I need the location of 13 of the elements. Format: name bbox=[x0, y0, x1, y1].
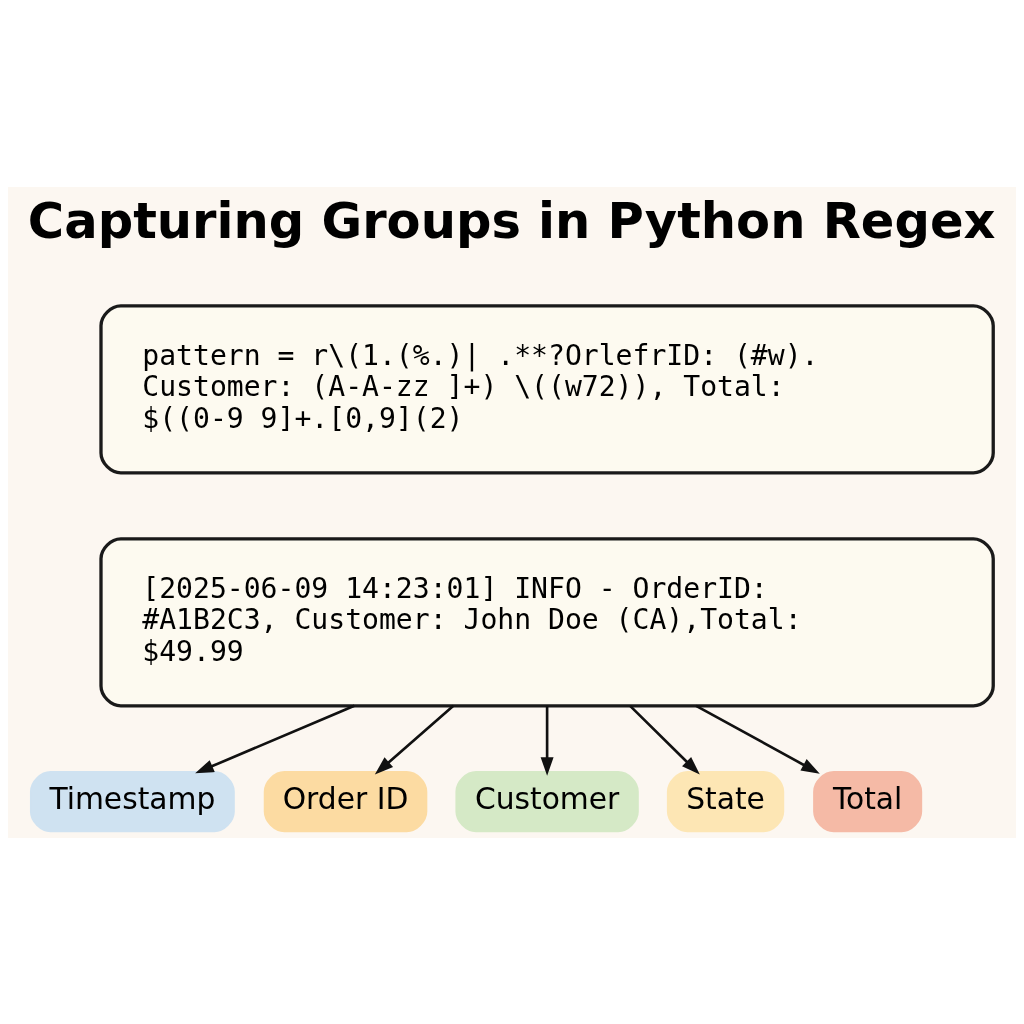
diagram-title: Capturing Groups in Python Regex bbox=[27, 191, 996, 250]
arrow bbox=[195, 704, 355, 773]
node-box: Order ID bbox=[263, 770, 428, 832]
arrow bbox=[374, 704, 455, 774]
node-box: State bbox=[666, 770, 785, 832]
node-box: pattern = r\(1.(%.)| .**?OrlefrID: (#w). Customer: (A-A-zz ]+) \((w72)), Total: $((0-9 9]+.[0,9](2) bbox=[99, 303, 995, 474]
node-box: Customer bbox=[455, 770, 639, 832]
arrow bbox=[540, 705, 554, 776]
arrow bbox=[629, 704, 700, 775]
node-box: Timestamp bbox=[29, 770, 235, 832]
node-box: Total bbox=[813, 770, 923, 832]
node-box: [2025-06-09 14:23:01] INFO - OrderID: #A1B2C3, Customer: John Doe (CA),Total: $49.99 bbox=[99, 536, 995, 707]
arrow bbox=[695, 704, 820, 774]
